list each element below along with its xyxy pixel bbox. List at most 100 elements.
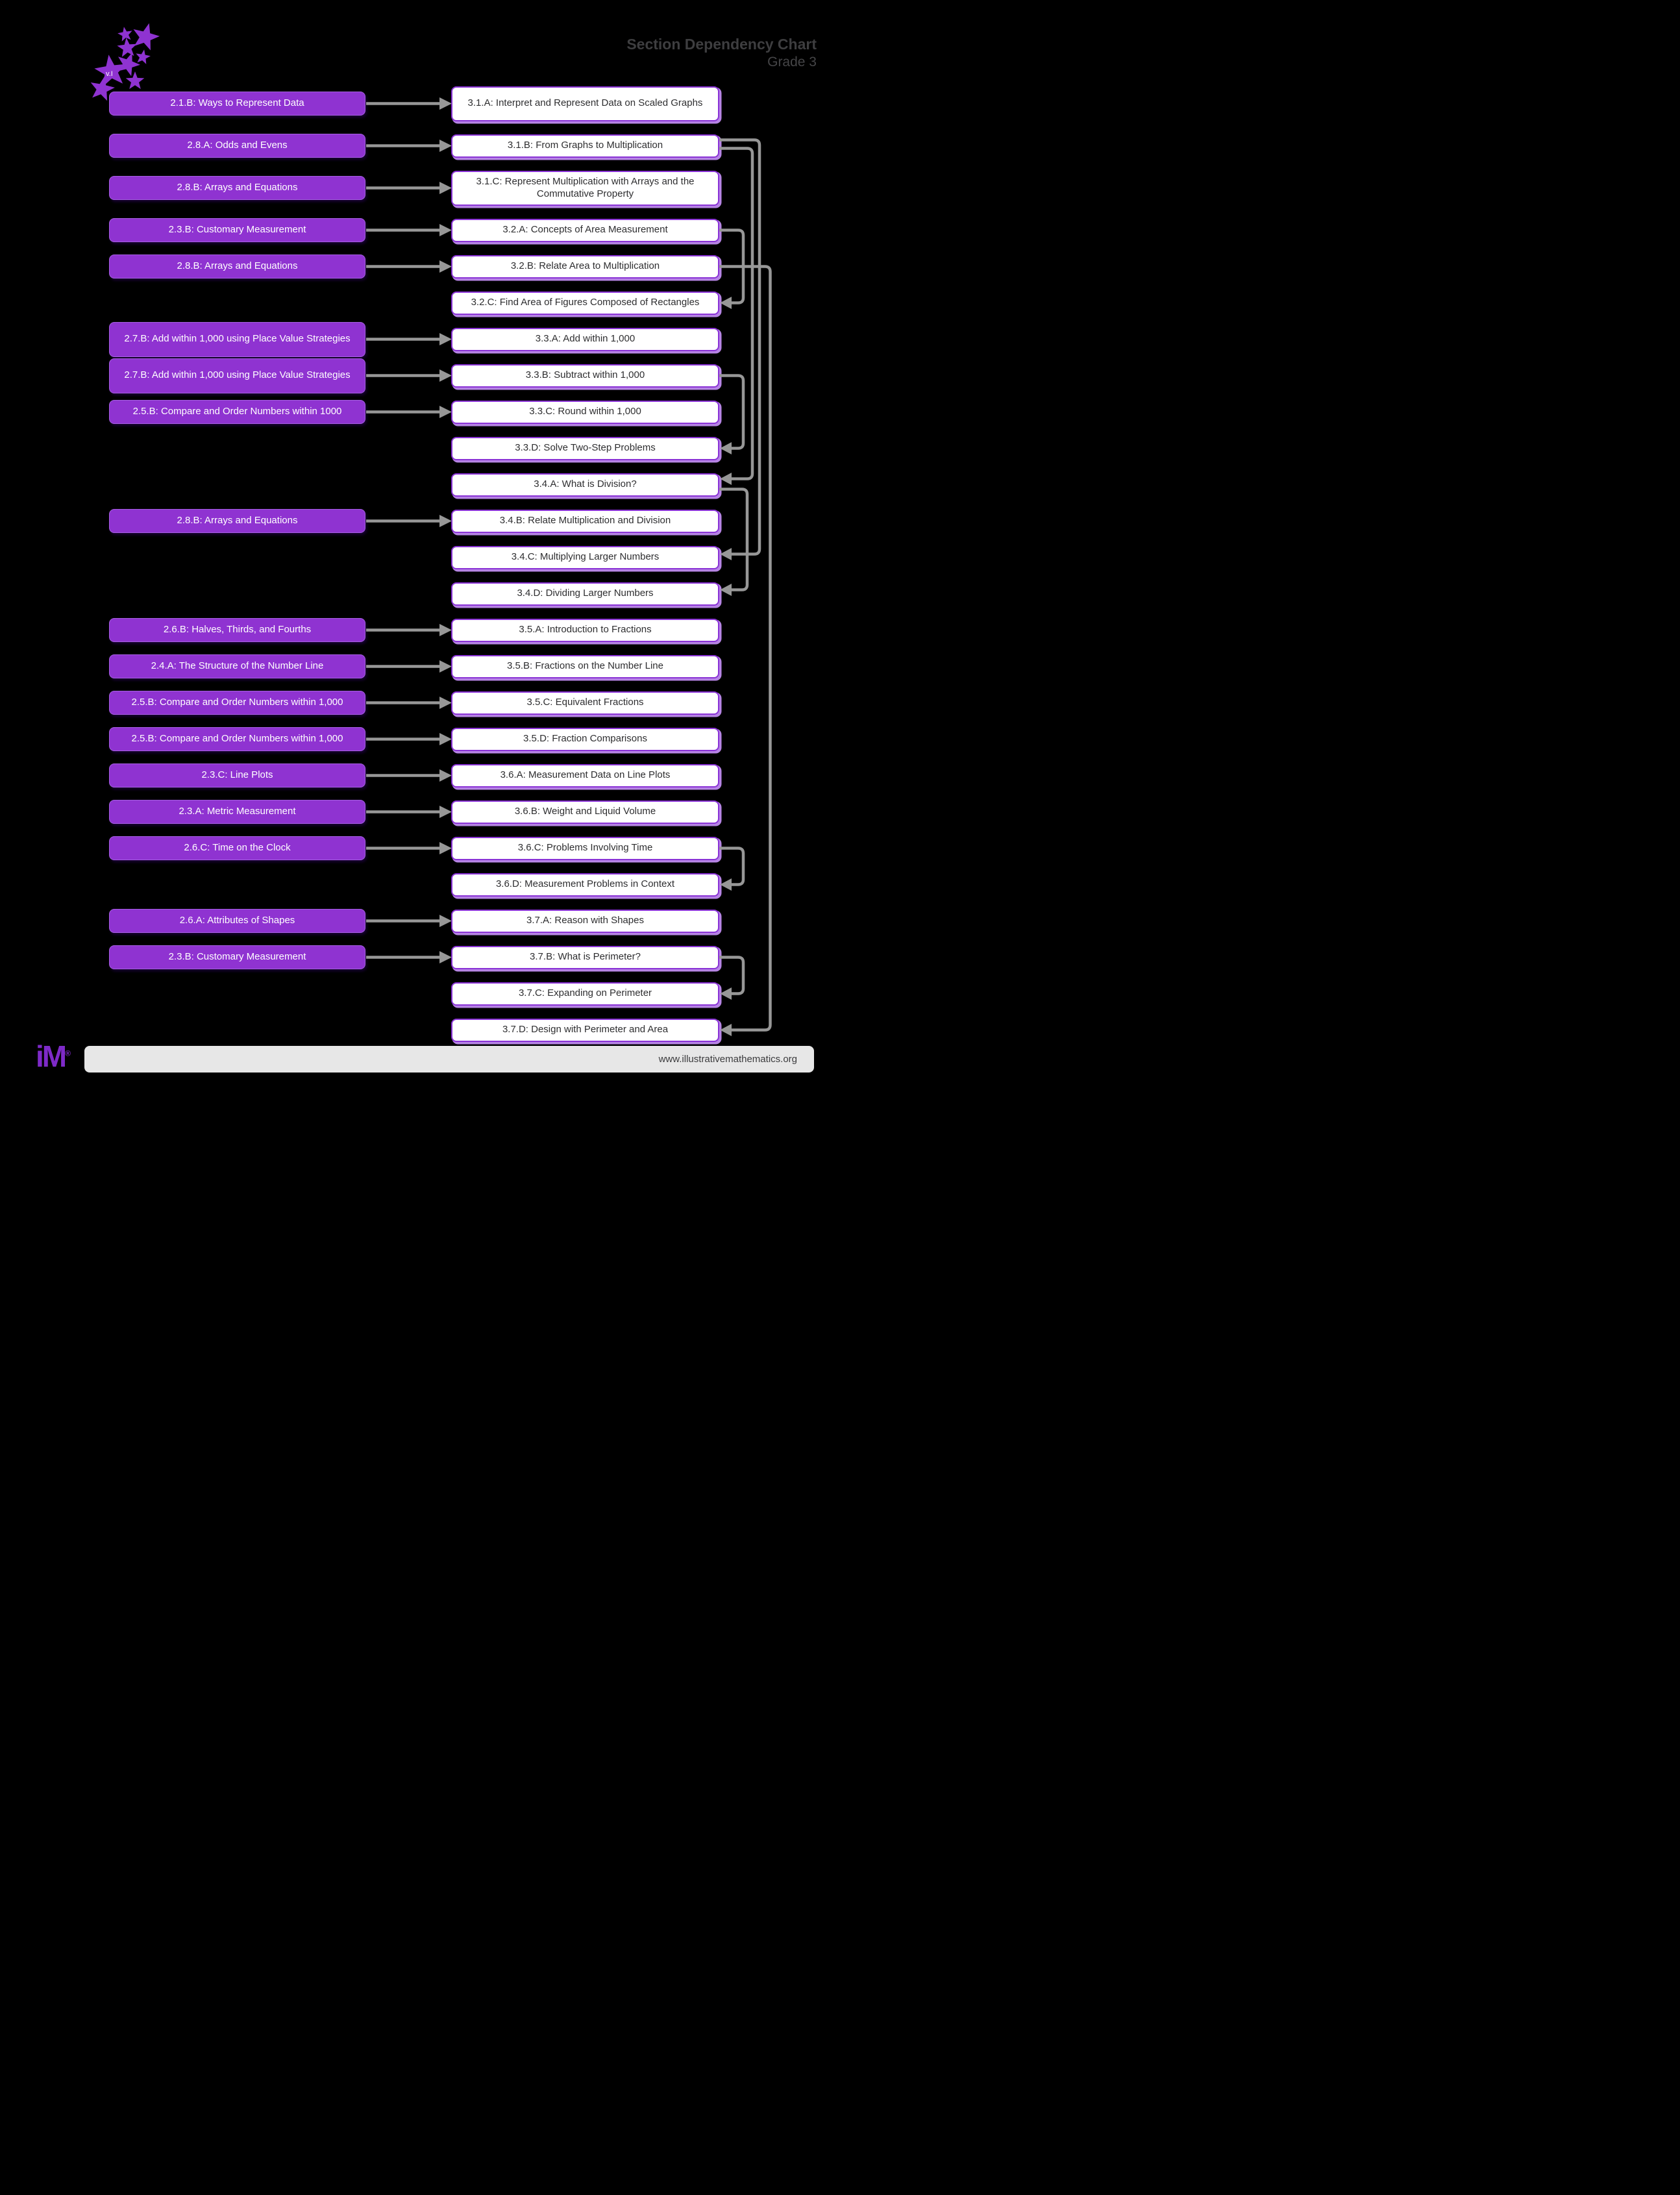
source-section-box: 2.5.B: Compare and Order Numbers within … [109,691,365,715]
target-section-box: 3.2.B: Relate Area to Multiplication [451,254,719,279]
arrowhead-icon [439,97,452,110]
arrowhead-icon [720,878,732,891]
connector-line [719,147,754,480]
target-section-box: 3.7.D: Design with Perimeter and Area [451,1018,719,1042]
target-section-box: 3.2.A: Concepts of Area Measurement [451,218,719,242]
target-section-box: 3.2.C: Find Area of Figures Composed of … [451,291,719,315]
star-icon [133,23,160,51]
arrowhead-icon [439,915,452,927]
source-section-box: 2.4.A: The Structure of the Number Line [109,654,365,678]
star-icon [136,49,151,64]
star-icon [90,76,115,101]
star-icon [117,27,132,42]
footer-url: www.illustrativemathematics.org [658,1054,797,1065]
arrowhead-icon [720,584,732,596]
target-section-box: 3.3.B: Subtract within 1,000 [451,364,719,388]
dependency-arrow-shaft [366,810,441,813]
dependency-chart: v.I Section Dependency Chart Grade 3 2.1… [0,0,840,1097]
dependency-arrow-shaft [366,665,441,668]
target-section-box: 3.4.A: What is Division? [451,473,719,497]
dependency-arrow-shaft [366,774,441,777]
arrowhead-icon [720,473,732,485]
dependency-arrow-shaft [366,265,441,268]
arrowhead-icon [439,140,452,152]
source-section-box: 2.5.B: Compare and Order Numbers within … [109,727,365,751]
stars-logo-icon: v.I [90,23,160,101]
source-section-box: 2.8.B: Arrays and Equations [109,254,365,279]
target-section-box: 3.5.A: Introduction to Fractions [451,618,719,642]
dependency-arrow-shaft [366,919,441,923]
source-section-box: 2.6.C: Time on the Clock [109,836,365,860]
dependency-arrow-shaft [366,701,441,704]
arrowhead-icon [439,333,452,345]
connector-line [719,956,745,995]
arrowhead-icon [720,1024,732,1036]
source-section-box: 2.5.B: Compare and Order Numbers within … [109,400,365,424]
connector-line [719,374,745,450]
arrowhead-icon [439,224,452,236]
target-section-box: 3.7.A: Reason with Shapes [451,909,719,933]
target-section-box: 3.7.B: What is Perimeter? [451,945,719,969]
version-badge: v.I [106,70,113,78]
target-section-box: 3.4.D: Dividing Larger Numbers [451,582,719,606]
grade-subtitle: Grade 3 [767,54,817,69]
target-section-box: 3.1.A: Interpret and Represent Data on S… [451,86,719,121]
source-section-box: 2.3.A: Metric Measurement [109,800,365,824]
footer-bar: www.illustrativemathematics.org [84,1046,814,1073]
target-section-box: 3.1.B: From Graphs to Multiplication [451,134,719,158]
target-section-box: 3.6.D: Measurement Problems in Context [451,873,719,897]
arrowhead-icon [439,260,452,273]
target-section-box: 3.4.B: Relate Multiplication and Divisio… [451,509,719,533]
page-title: Section Dependency Chart [626,36,817,53]
target-section-box: 3.5.C: Equivalent Fractions [451,691,719,715]
target-section-box: 3.3.D: Solve Two-Step Problems [451,436,719,460]
target-section-box: 3.6.B: Weight and Liquid Volume [451,800,719,824]
source-section-box: 2.1.B: Ways to Represent Data [109,92,365,116]
arrowhead-icon [439,842,452,854]
dependency-arrow-shaft [366,410,441,414]
arrowhead-icon [439,406,452,418]
connector-line [719,265,772,1032]
source-section-box: 2.7.B: Add within 1,000 using Place Valu… [109,321,365,357]
dependency-arrow-shaft [366,338,441,341]
arrowhead-icon [439,769,452,782]
arrowhead-icon [439,951,452,963]
arrowhead-icon [439,182,452,194]
dependency-arrow-shaft [366,102,441,105]
source-section-box: 2.6.A: Attributes of Shapes [109,909,365,933]
source-section-box: 2.8.B: Arrays and Equations [109,176,365,200]
im-brand-logo: iM® [36,1041,71,1071]
source-section-box: 2.8.B: Arrays and Equations [109,509,365,533]
arrowhead-icon [439,660,452,673]
star-icon [94,55,127,86]
dependency-arrow-shaft [366,144,441,147]
source-section-box: 2.6.B: Halves, Thirds, and Fourths [109,618,365,642]
source-section-box: 2.3.B: Customary Measurement [109,945,365,969]
source-section-box: 2.7.B: Add within 1,000 using Place Valu… [109,358,365,393]
arrowhead-icon [439,733,452,745]
connector-line [719,847,745,886]
dependency-arrow-shaft [366,738,441,741]
target-section-box: 3.6.A: Measurement Data on Line Plots [451,763,719,787]
dependency-arrow-shaft [366,628,441,632]
arrowhead-icon [439,369,452,382]
target-section-box: 3.6.C: Problems Involving Time [451,836,719,860]
connector-line [719,229,745,304]
arrowhead-icon [720,987,732,1000]
chart-header: Section Dependency Chart Grade 3 [626,35,817,71]
target-section-box: 3.3.C: Round within 1,000 [451,400,719,424]
registered-mark-icon: ® [65,1048,71,1058]
dependency-arrow-shaft [366,956,441,959]
target-section-box: 3.1.C: Represent Multiplication with Arr… [451,170,719,206]
arrowhead-icon [720,548,732,560]
dependency-arrow-shaft [366,186,441,190]
star-icon [117,53,140,77]
source-section-box: 2.3.C: Line Plots [109,763,365,787]
source-section-box: 2.3.B: Customary Measurement [109,218,365,242]
arrowhead-icon [439,697,452,709]
arrowhead-icon [439,806,452,818]
source-section-box: 2.8.A: Odds and Evens [109,134,365,158]
dependency-arrow-shaft [366,519,441,523]
target-section-box: 3.5.D: Fraction Comparisons [451,727,719,751]
target-section-box: 3.3.A: Add within 1,000 [451,327,719,351]
